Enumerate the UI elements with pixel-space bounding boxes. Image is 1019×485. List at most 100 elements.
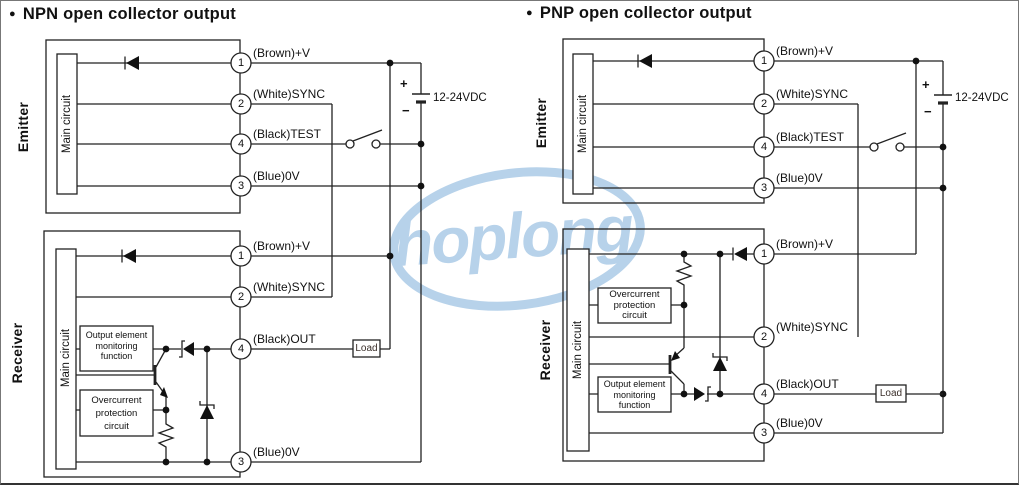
terminal-number: 3 (237, 180, 245, 192)
npn-emitter-box (45, 39, 241, 214)
terminal-label: (Black)TEST (776, 130, 845, 144)
battery-voltage-label: 12-24VDC (955, 92, 1009, 104)
test-switch-icon (345, 129, 383, 149)
npn-receiver-main-circuit-box (55, 248, 77, 470)
box-line: circuit (622, 310, 647, 321)
box-line: monitoring (613, 389, 656, 400)
bullet-icon: ● (526, 7, 533, 19)
pnp-title-text: PNP open collector output (539, 4, 752, 22)
npn-overcurrent-box-label: Overcurrent protection circuit (80, 394, 153, 433)
terminal-number: 4 (760, 388, 768, 400)
box-line: Output element (603, 379, 666, 389)
battery-minus-sign: − (402, 103, 410, 118)
junction-dots (386, 59, 425, 260)
pnp-transistor-icon (668, 351, 680, 374)
terminal-label: (Blue)0V (776, 171, 823, 185)
pnp-panel (562, 38, 952, 462)
watermark-ellipse-icon (389, 167, 645, 311)
box-line: protection (613, 299, 656, 311)
terminal-label: (Brown)+V (253, 239, 311, 253)
npn-emitter-wires (77, 62, 422, 462)
pnp-receiver-label: Receiver (537, 319, 553, 381)
terminal-label: (Brown)+V (776, 44, 834, 58)
battery-minus-sign: − (924, 104, 932, 119)
npn-emitter-terminals (230, 52, 252, 197)
npn-panel (43, 39, 430, 478)
test-switch-icon (869, 132, 907, 152)
npn-emitter-main-circuit-label: Main circuit (61, 94, 73, 154)
npn-receiver-terminals (230, 245, 252, 473)
terminal-number: 4 (760, 141, 768, 153)
npn-receiver-label: Receiver (9, 322, 25, 384)
terminal-number: 2 (237, 98, 245, 110)
box-line: circuit (104, 421, 129, 432)
npn-load-label: Load (355, 343, 378, 354)
terminal-label: (Black)OUT (253, 332, 316, 346)
npn-monitoring-box (79, 325, 154, 372)
box-line: protection (95, 408, 138, 419)
pnp-monitoring-box (597, 376, 672, 413)
npn-emitter-main-circuit-box (56, 53, 78, 195)
pnp-load-box (875, 384, 907, 403)
npn-title-text: NPN open collector output (22, 5, 236, 23)
npn-monitoring-box-label: Output element monitoring function (80, 330, 153, 362)
box-line: Overcurrent (609, 289, 660, 300)
output-diode-icon (694, 386, 711, 402)
terminal-label: (Brown)+V (253, 46, 311, 60)
terminal-label: (Black)OUT (776, 377, 839, 391)
terminal-label: (White)SYNC (253, 87, 326, 101)
npn-receiver-main-circuit-label: Main circuit (60, 328, 72, 388)
box-line: function (618, 400, 651, 410)
pnp-section-title: ● PNP open collector output (526, 4, 752, 23)
npn-section-title: ● NPN open collector output (9, 5, 236, 24)
npn-load-box (352, 339, 381, 358)
output-diode-icon (179, 340, 194, 358)
terminal-number: 2 (760, 331, 768, 343)
pnp-emitter-wires (593, 60, 944, 433)
battery-plus-sign: + (922, 77, 930, 92)
junction-dots (912, 57, 947, 398)
terminal-number: 3 (237, 456, 245, 468)
terminal-label: (Blue)0V (253, 445, 300, 459)
terminal-number: 2 (237, 291, 245, 303)
terminal-label: (Blue)0V (253, 169, 300, 183)
diode-icon (121, 249, 136, 263)
box-line: Output element (85, 330, 148, 340)
box-line: monitoring (95, 340, 138, 351)
diode-icon (637, 54, 652, 68)
terminal-number: 1 (237, 57, 245, 69)
pnp-emitter-main-circuit-label: Main circuit (577, 94, 589, 154)
box-line: function (100, 351, 133, 361)
pnp-receiver-main-circuit-label: Main circuit (572, 320, 584, 380)
pnp-overcurrent-box-label: Overcurrent protection circuit (598, 289, 671, 322)
terminal-number: 3 (760, 427, 768, 439)
pnp-receiver-wires (589, 253, 943, 434)
pnp-emitter-main-circuit-box (572, 53, 594, 195)
zener-diode-icon (199, 401, 215, 419)
npn-overcurrent-box (79, 389, 154, 437)
terminal-number: 1 (760, 55, 768, 67)
terminal-number: 2 (760, 98, 768, 110)
terminal-label: (Black)TEST (253, 127, 322, 141)
bullet-icon: ● (9, 8, 16, 20)
pnp-receiver-terminals (753, 243, 775, 444)
diode-icon (124, 56, 139, 70)
terminal-label: (Brown)+V (776, 237, 834, 251)
pnp-emitter-label: Emitter (533, 97, 549, 149)
battery-icon (412, 93, 430, 104)
pnp-load-label: Load (879, 388, 903, 399)
pnp-receiver-box (562, 228, 765, 462)
pnp-emitter-terminals (753, 50, 775, 199)
terminal-number: 4 (237, 138, 245, 150)
terminal-number: 1 (760, 248, 768, 260)
box-line: Overcurrent (91, 395, 142, 406)
battery-voltage-label: 12-24VDC (433, 92, 487, 104)
pnp-monitoring-box-label: Output element monitoring function (598, 379, 671, 411)
pnp-overcurrent-box (597, 287, 672, 324)
battery-icon (934, 94, 952, 105)
terminal-label: (White)SYNC (253, 280, 326, 294)
terminal-number: 4 (237, 343, 245, 355)
